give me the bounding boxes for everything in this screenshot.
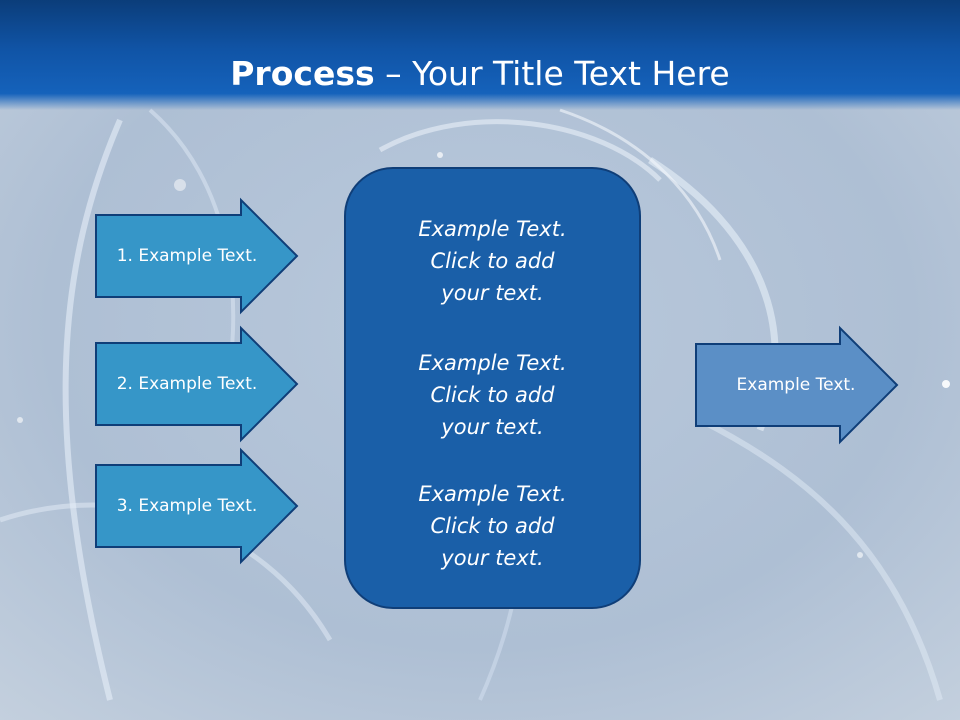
left-arrow-2[interactable] <box>95 325 299 443</box>
title-rest: – Your Title Text Here <box>374 54 730 93</box>
left-arrow-1[interactable] <box>95 197 299 315</box>
center-text-line: Click to add <box>430 249 555 273</box>
center-box[interactable] <box>344 167 641 609</box>
center-text-line: your text. <box>441 281 544 305</box>
left-arrow-3-label: 3. Example Text. <box>116 496 258 516</box>
center-text-line: Example Text. <box>418 482 567 506</box>
center-text-block-2: Example Text. Click to add your text. <box>345 347 640 443</box>
left-arrow-3[interactable] <box>95 447 299 565</box>
center-text-line: Example Text. <box>418 217 567 241</box>
center-text-block-1: Example Text. Click to add your text. <box>345 213 640 309</box>
right-arrow-label: Example Text. <box>736 375 856 395</box>
center-text-line: Example Text. <box>418 351 567 375</box>
left-arrow-2-label: 2. Example Text. <box>116 374 258 394</box>
slide-title[interactable]: Process – Your Title Text Here <box>0 52 960 96</box>
center-text-block-3: Example Text. Click to add your text. <box>345 478 640 574</box>
center-text-line: Click to add <box>430 514 555 538</box>
center-text-line: Click to add <box>430 383 555 407</box>
right-arrow[interactable] <box>695 325 899 445</box>
center-text-line: your text. <box>441 415 544 439</box>
title-bold: Process <box>230 54 375 93</box>
center-text-line: your text. <box>441 546 544 570</box>
title-bar <box>0 0 960 110</box>
left-arrow-1-label: 1. Example Text. <box>116 246 258 266</box>
